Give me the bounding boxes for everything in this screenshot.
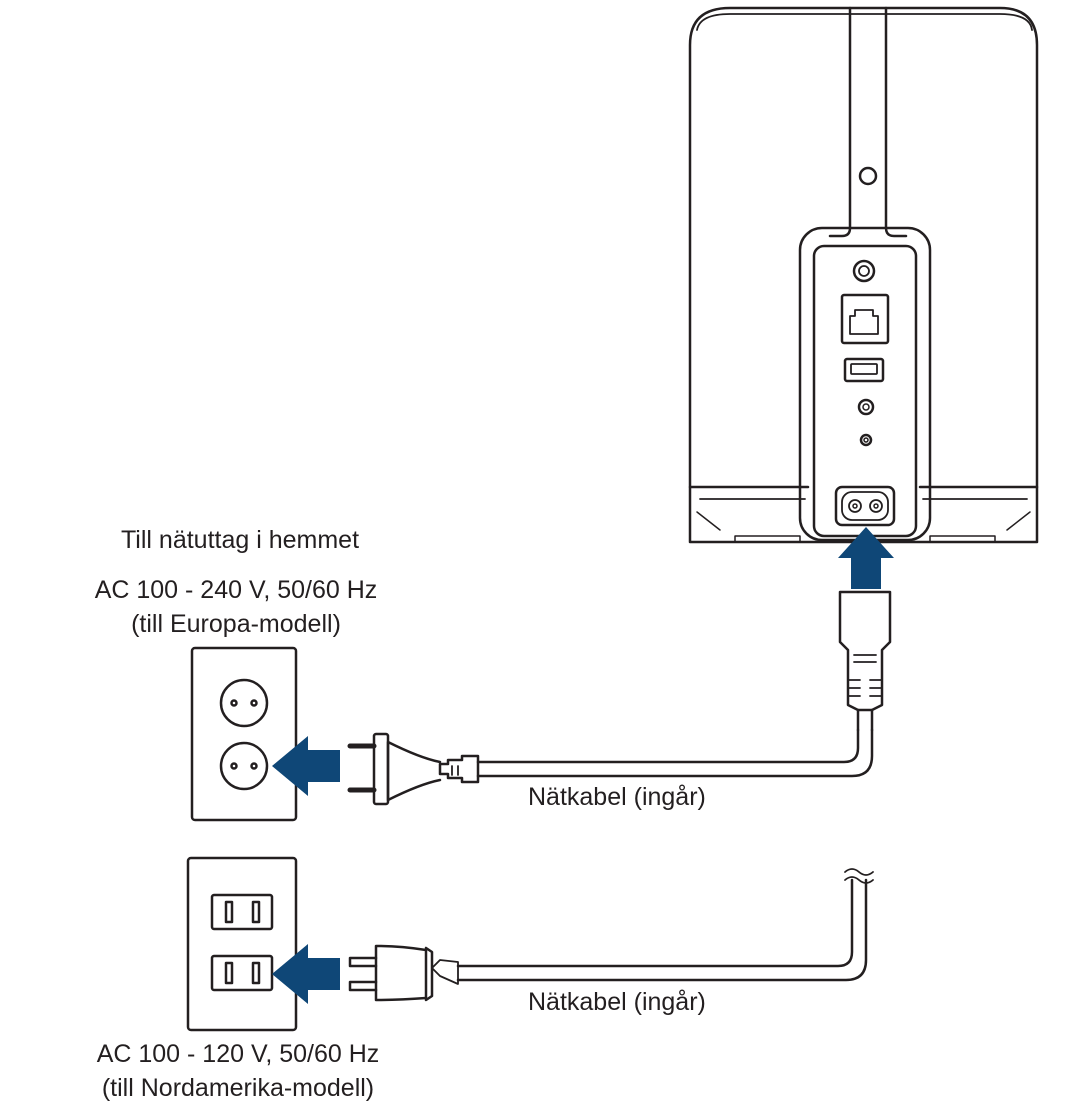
outlet-heading: Till nätuttag i hemmet [120, 526, 360, 554]
eu-plug [347, 732, 480, 806]
na-plug [348, 944, 459, 1002]
speaker-rear-panel [688, 6, 1039, 544]
eu-voltage-label: AC 100 - 240 V, 50/60 Hz [94, 576, 378, 604]
eu-cable-label: Nätkabel (ingår) [528, 783, 706, 811]
arrow-to-eu-outlet-icon [272, 736, 340, 796]
eu-power-cable [476, 728, 874, 778]
na-wall-outlet-icon [186, 856, 298, 1032]
na-cable-label: Nätkabel (ingår) [528, 988, 706, 1016]
arrow-to-speaker-icon [838, 527, 894, 589]
arrow-to-na-outlet-icon [272, 944, 340, 1004]
c7-connector [838, 590, 892, 732]
na-voltage-label: AC 100 - 120 V, 50/60 Hz [96, 1040, 380, 1068]
eu-wall-outlet-icon [190, 646, 298, 822]
na-model-label: (till Nordamerika-modell) [101, 1074, 375, 1102]
na-power-cable [456, 878, 868, 982]
eu-model-label: (till Europa-modell) [131, 610, 341, 638]
